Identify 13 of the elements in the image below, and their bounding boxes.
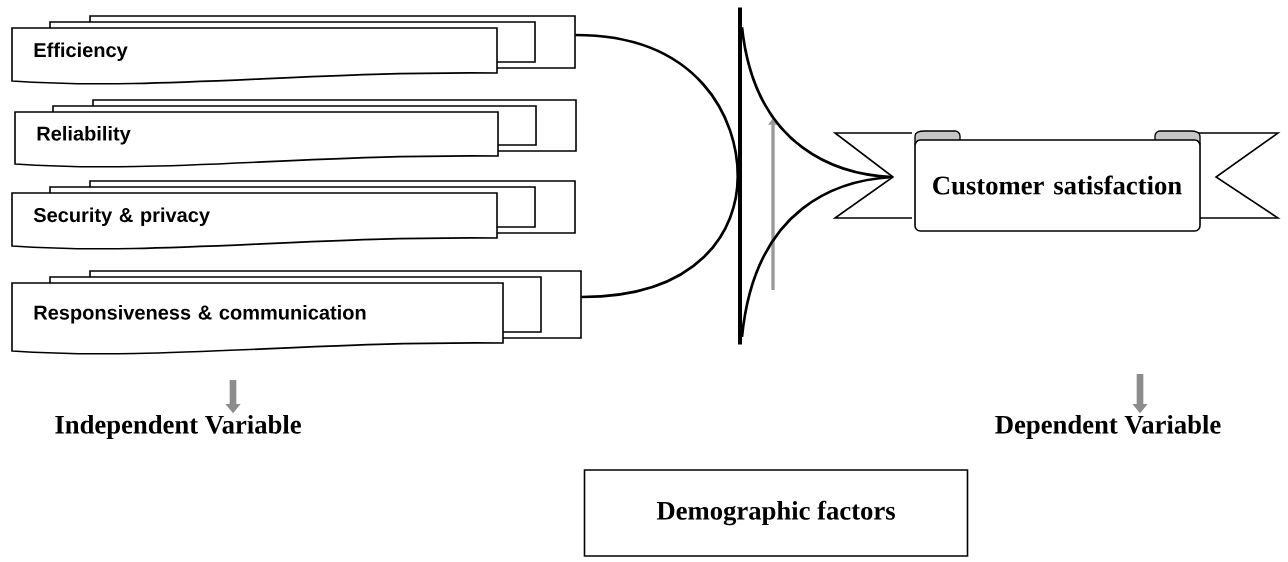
stacked-box: Responsiveness & communication [11, 270, 582, 355]
stacked-box: Security & privacy [11, 180, 576, 250]
connector [581, 175, 740, 299]
stacked-box: Reliability [14, 99, 577, 168]
connector [740, 27, 893, 179]
banner: Customer satisfaction [832, 130, 1281, 232]
variable-label: Independent Variable [55, 414, 301, 440]
stacked-box: Efficiency [11, 15, 576, 85]
variable-label: Dependent Variable [995, 414, 1221, 440]
factor-box: Demographic factors [583, 469, 969, 557]
connector [575, 33, 740, 177]
vertical-bar [738, 7, 742, 345]
connector [740, 175, 893, 337]
